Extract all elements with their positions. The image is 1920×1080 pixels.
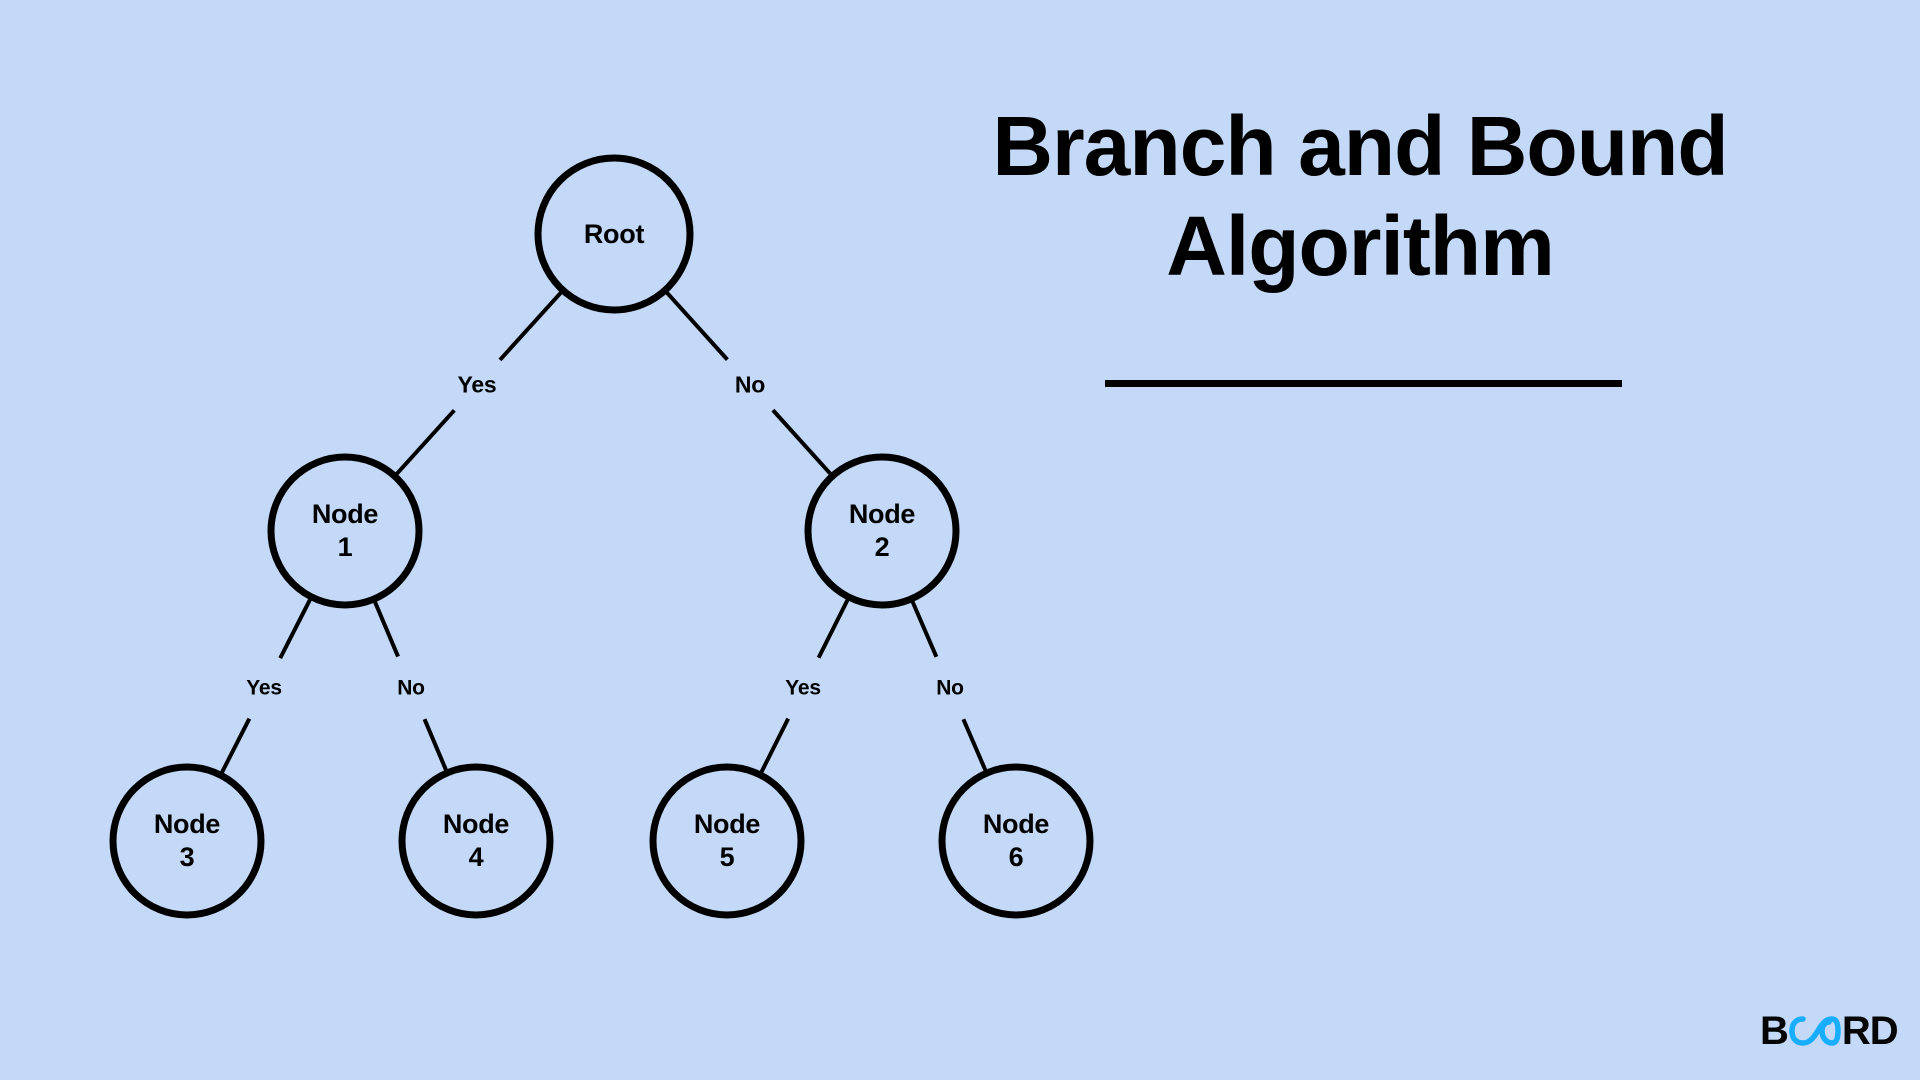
edge-root-n2-segment-1 bbox=[664, 290, 729, 361]
title-underline bbox=[1105, 380, 1622, 387]
edge-root-n2-segment-2 bbox=[771, 408, 833, 476]
edge-label-n1-n4: No bbox=[397, 676, 425, 700]
edge-n1-n4-segment-2 bbox=[422, 718, 449, 772]
node-circle-n4[interactable] bbox=[398, 763, 554, 919]
logo-suffix: RD bbox=[1841, 1009, 1899, 1053]
page-title: Branch and Bound Algorithm bbox=[960, 96, 1760, 296]
node-circle-n1[interactable] bbox=[267, 453, 423, 609]
title-line-2: Algorithm bbox=[1166, 199, 1555, 293]
node-circle-n3[interactable] bbox=[109, 763, 265, 919]
node-circle-n5[interactable] bbox=[649, 763, 805, 919]
edge-label-n2-n5: Yes bbox=[785, 676, 821, 700]
node-circle-n2[interactable] bbox=[804, 453, 960, 609]
edge-n2-n5-segment-1 bbox=[816, 598, 850, 659]
logo-prefix: B bbox=[1760, 1009, 1789, 1053]
node-circle-root[interactable] bbox=[534, 154, 694, 314]
edge-label-n2-n6: No bbox=[936, 676, 964, 700]
edge-n1-n4-segment-1 bbox=[372, 600, 400, 658]
edge-label-root-n2: No bbox=[734, 371, 766, 398]
edge-n2-n6-segment-1 bbox=[910, 599, 939, 658]
edge-n1-n3-segment-2 bbox=[219, 717, 252, 775]
edge-n2-n6-segment-2 bbox=[961, 718, 988, 773]
edge-label-root-n1: Yes bbox=[457, 371, 497, 398]
edge-label-n1-n3: Yes bbox=[246, 676, 282, 700]
board-logo: B RD bbox=[1760, 1008, 1899, 1054]
title-line-1: Branch and Bound bbox=[992, 99, 1728, 193]
infinity-icon bbox=[1789, 1016, 1841, 1046]
edge-layer bbox=[219, 290, 988, 775]
node-circle-n6[interactable] bbox=[938, 763, 1094, 919]
edge-root-n1-segment-2 bbox=[394, 408, 456, 477]
node-circle-layer bbox=[109, 154, 1094, 919]
edge-n1-n3-segment-1 bbox=[278, 597, 313, 660]
edge-n2-n5-segment-2 bbox=[759, 717, 790, 774]
edge-root-n1-segment-1 bbox=[498, 290, 564, 362]
